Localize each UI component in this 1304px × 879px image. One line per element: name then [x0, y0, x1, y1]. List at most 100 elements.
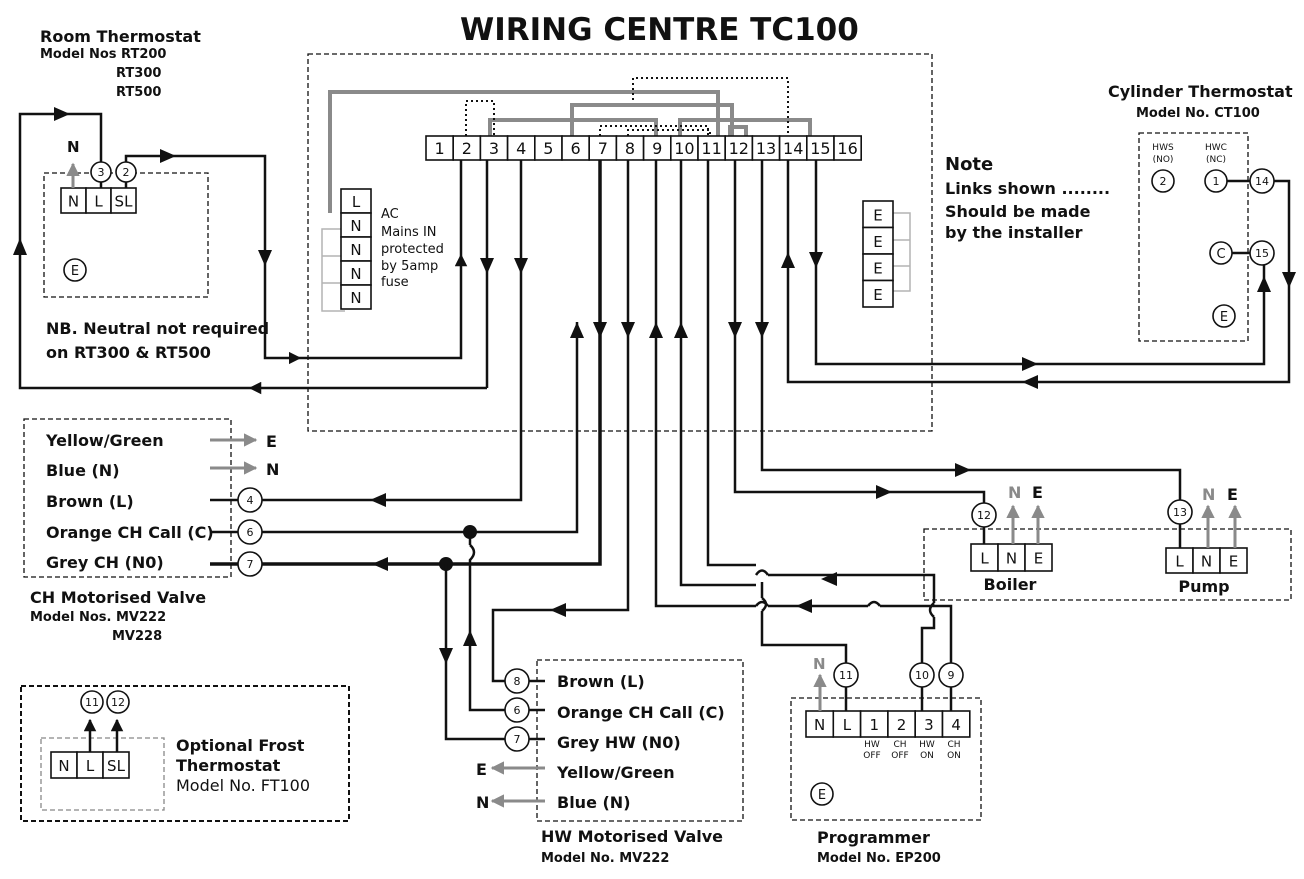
programmer-terminal-label: L	[843, 716, 852, 734]
svg-text:11: 11	[85, 696, 99, 709]
mains-caption: AC Mains IN protected by 5amp fuse	[381, 207, 444, 290]
svg-text:11: 11	[839, 669, 853, 682]
svg-text:Model No. CT100: Model No. CT100	[1136, 106, 1260, 121]
strip-terminal-label: 12	[729, 139, 749, 158]
svg-text:14: 14	[1255, 175, 1269, 188]
svg-text:Links shown ........: Links shown ........	[945, 179, 1110, 198]
svg-text:C: C	[1216, 247, 1225, 262]
room-stat-terminal-cell	[60, 187, 87, 214]
earth-terminal-cell	[862, 279, 894, 308]
svg-text:Blue (N): Blue (N)	[557, 793, 631, 812]
boiler-pump-wiring	[728, 160, 1182, 503]
svg-text:ON: ON	[947, 751, 961, 761]
room-stat-terminal-cell	[110, 187, 137, 214]
note: Note Links shown ........ Should be made…	[945, 154, 1110, 242]
svg-text:Cylinder Thermostat: Cylinder Thermostat	[1108, 82, 1293, 101]
earth-terminal-label: E	[873, 233, 882, 251]
strip-terminal-label: 6	[571, 139, 581, 158]
svg-text:N: N	[67, 138, 80, 156]
svg-text:7: 7	[514, 733, 521, 746]
svg-text:Should be made: Should be made	[945, 202, 1091, 221]
svg-text:12: 12	[977, 509, 991, 522]
installer-links	[465, 77, 789, 136]
strip-terminal-label: 10	[674, 139, 694, 158]
diagram-title: WIRING CENTRE TC100	[460, 12, 859, 48]
strip-terminal-label: 1	[435, 139, 445, 158]
svg-text:N: N	[1008, 483, 1021, 502]
svg-text:by 5amp: by 5amp	[381, 259, 438, 274]
programmer-terminal-label: 2	[897, 716, 907, 734]
svg-text:4: 4	[247, 494, 254, 507]
svg-text:6: 6	[514, 704, 521, 717]
svg-text:by the installer: by the installer	[945, 223, 1083, 242]
svg-text:HW: HW	[919, 740, 935, 750]
strip-terminal-cell	[724, 135, 754, 161]
svg-text:10: 10	[915, 669, 929, 682]
boiler-terminal-label: E	[1034, 550, 1043, 568]
svg-text:2: 2	[1160, 175, 1167, 188]
svg-text:Model Nos. MV222: Model Nos. MV222	[30, 610, 166, 625]
svg-text:Optional Frost: Optional Frost	[176, 736, 305, 755]
svg-text:N: N	[266, 460, 279, 479]
svg-text:E: E	[1032, 483, 1043, 502]
programmer-terminal-cell	[941, 710, 971, 738]
strip-terminal-label: 15	[810, 139, 830, 158]
strip-terminal-cell	[751, 135, 781, 161]
svg-text:9: 9	[948, 669, 955, 682]
boiler-terminal-label: N	[1006, 550, 1017, 568]
strip-terminal-cell	[669, 135, 699, 161]
wiring-centre-box	[307, 53, 933, 432]
svg-text:MV228: MV228	[112, 629, 162, 644]
strip-terminal-cell	[479, 135, 509, 161]
svg-text:Yellow/Green: Yellow/Green	[45, 431, 164, 450]
svg-text:Boiler: Boiler	[984, 575, 1037, 594]
svg-text:Grey CH (N0): Grey CH (N0)	[46, 553, 164, 572]
svg-text:N: N	[1202, 485, 1215, 504]
room-thermostat-wiring	[18, 112, 489, 395]
svg-text:2: 2	[123, 166, 130, 179]
programmer-terminal-cell	[914, 710, 944, 738]
svg-text:Pump: Pump	[1178, 577, 1229, 596]
mains-terminal-label: N	[350, 289, 361, 307]
strip-terminal-cell	[561, 135, 591, 161]
room-stat-terminal-label: L	[94, 193, 103, 211]
svg-text:E: E	[71, 264, 79, 279]
ch-motorised-valve: Yellow/Green Blue (N) Brown (L) Orange C…	[23, 418, 279, 644]
svg-text:6: 6	[247, 526, 254, 539]
ch-valve-wiring	[262, 160, 607, 571]
strip-terminal-label: 9	[652, 139, 662, 158]
svg-text:fuse: fuse	[381, 275, 409, 290]
programmer-terminal-cell	[887, 710, 917, 738]
svg-text:HWC: HWC	[1205, 143, 1227, 153]
svg-text:E: E	[266, 432, 277, 451]
frost-terminal-label: L	[86, 757, 95, 775]
room-thermostat: Room Thermostat Model Nos RT200 RT300 RT…	[40, 27, 209, 298]
svg-text:Brown (L): Brown (L)	[557, 672, 645, 691]
mains-terminal-cell	[340, 188, 372, 214]
programmer-terminal-label: 1	[869, 716, 879, 734]
svg-text:Model No. FT100: Model No. FT100	[176, 776, 310, 795]
strip-terminal-label: 13	[756, 139, 776, 158]
programmer-terminal-label: 4	[951, 716, 961, 734]
cylinder-thermostat-wiring	[781, 160, 1296, 389]
hw-motorised-valve: Brown (L) Orange CH Call (C) Grey HW (N0…	[476, 659, 744, 866]
strip-terminal-label: 16	[837, 139, 857, 158]
strip-terminal-label: 5	[543, 139, 553, 158]
strip-terminal-cell	[452, 135, 482, 161]
svg-text:CH: CH	[947, 740, 960, 750]
svg-text:Grey HW (N0): Grey HW (N0)	[557, 733, 681, 752]
svg-text:Blue (N): Blue (N)	[46, 461, 120, 480]
svg-text:protected: protected	[381, 242, 444, 257]
earth-terminal-cell	[862, 226, 894, 255]
frost-terminal-cell	[102, 751, 130, 779]
room-stat-terminal-cell	[85, 187, 112, 214]
svg-text:Note: Note	[945, 154, 993, 175]
svg-text:Model Nos RT200: Model Nos RT200	[40, 47, 166, 62]
strip-terminal-label: 11	[701, 139, 721, 158]
earth-terminal-label: E	[873, 259, 882, 277]
